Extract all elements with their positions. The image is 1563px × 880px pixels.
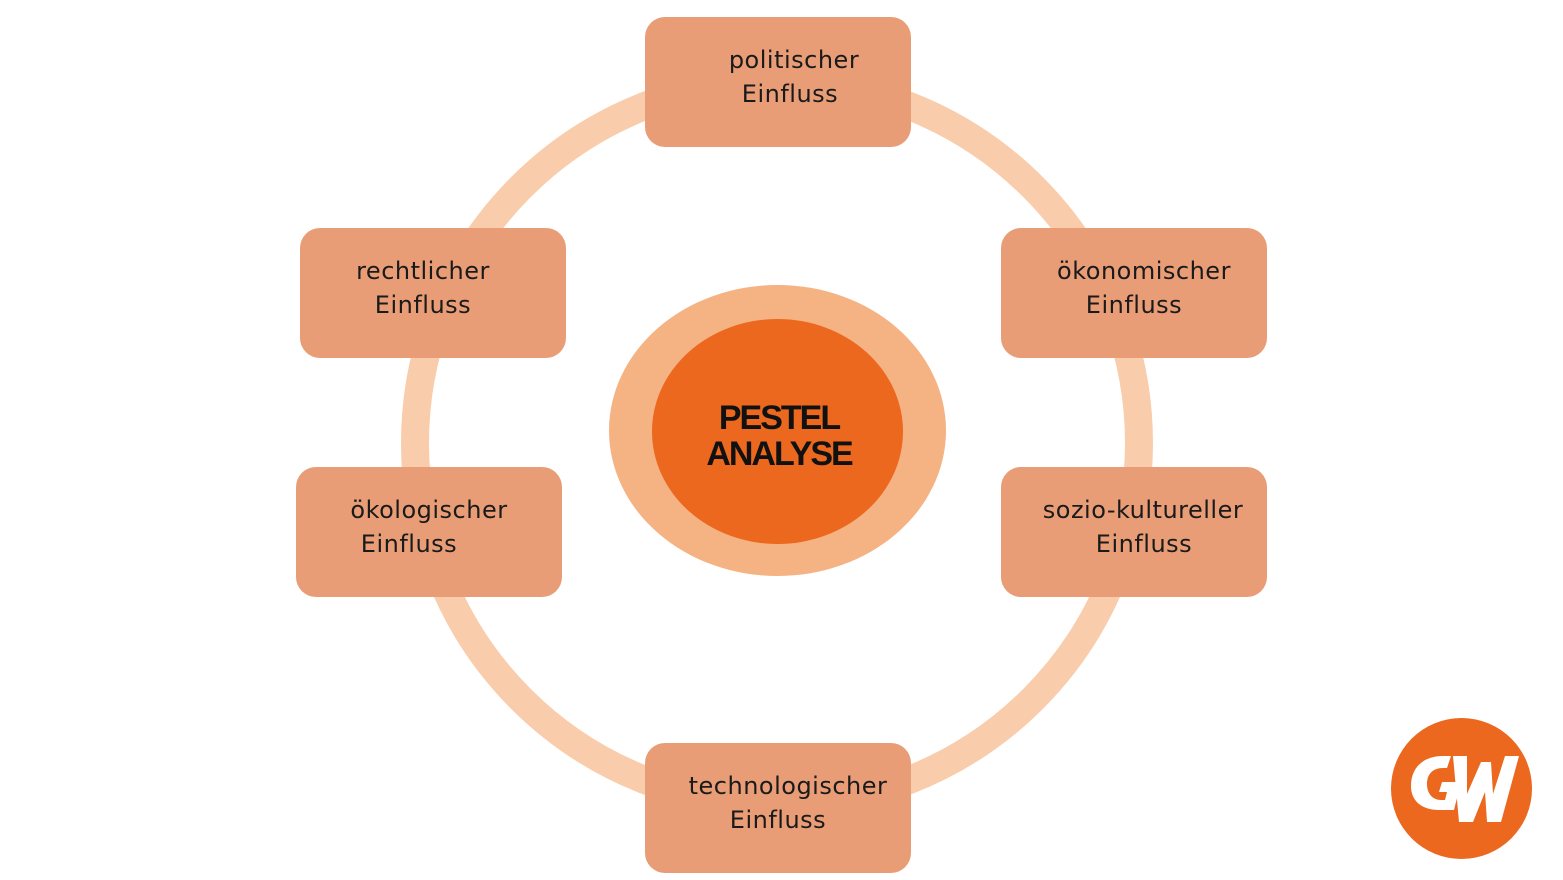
gw-logo-icon xyxy=(1391,718,1532,859)
node-technologisch: technologischer Einfluss xyxy=(645,743,911,873)
node-label-line2: Einfluss xyxy=(729,806,827,834)
center-inner-ellipse: PESTEL ANALYSE xyxy=(652,319,903,544)
node-label-line1: ökologischer xyxy=(350,496,508,524)
node-label-line2: Einfluss xyxy=(741,80,839,108)
node-politisch: politischer Einfluss xyxy=(645,17,911,147)
node-label-line1: technologischer xyxy=(688,772,888,800)
node-label-line2: Einfluss xyxy=(374,291,472,319)
node-label-line1: rechtlicher xyxy=(356,257,490,285)
node-oekologisch: ökologischer Einfluss xyxy=(296,467,562,597)
node-sozio-kulturell: sozio-kultureller Einfluss xyxy=(1001,467,1267,597)
node-oekonomisch: ökonomischer Einfluss xyxy=(1001,228,1267,358)
node-label-line1: sozio-kultureller xyxy=(1042,496,1244,524)
node-label-line2: Einfluss xyxy=(1095,530,1193,558)
node-label-line1: politischer xyxy=(728,46,860,74)
node-label-line2: Einfluss xyxy=(360,530,458,558)
node-rechtlich: rechtlicher Einfluss xyxy=(300,228,566,358)
center-title: PESTEL ANALYSE xyxy=(679,400,879,472)
center-title-line2: ANALYSE xyxy=(706,434,853,473)
node-label-line1: ökonomischer xyxy=(1057,257,1231,285)
node-label-line2: Einfluss xyxy=(1085,291,1183,319)
center-title-line1: PESTEL xyxy=(718,398,841,437)
